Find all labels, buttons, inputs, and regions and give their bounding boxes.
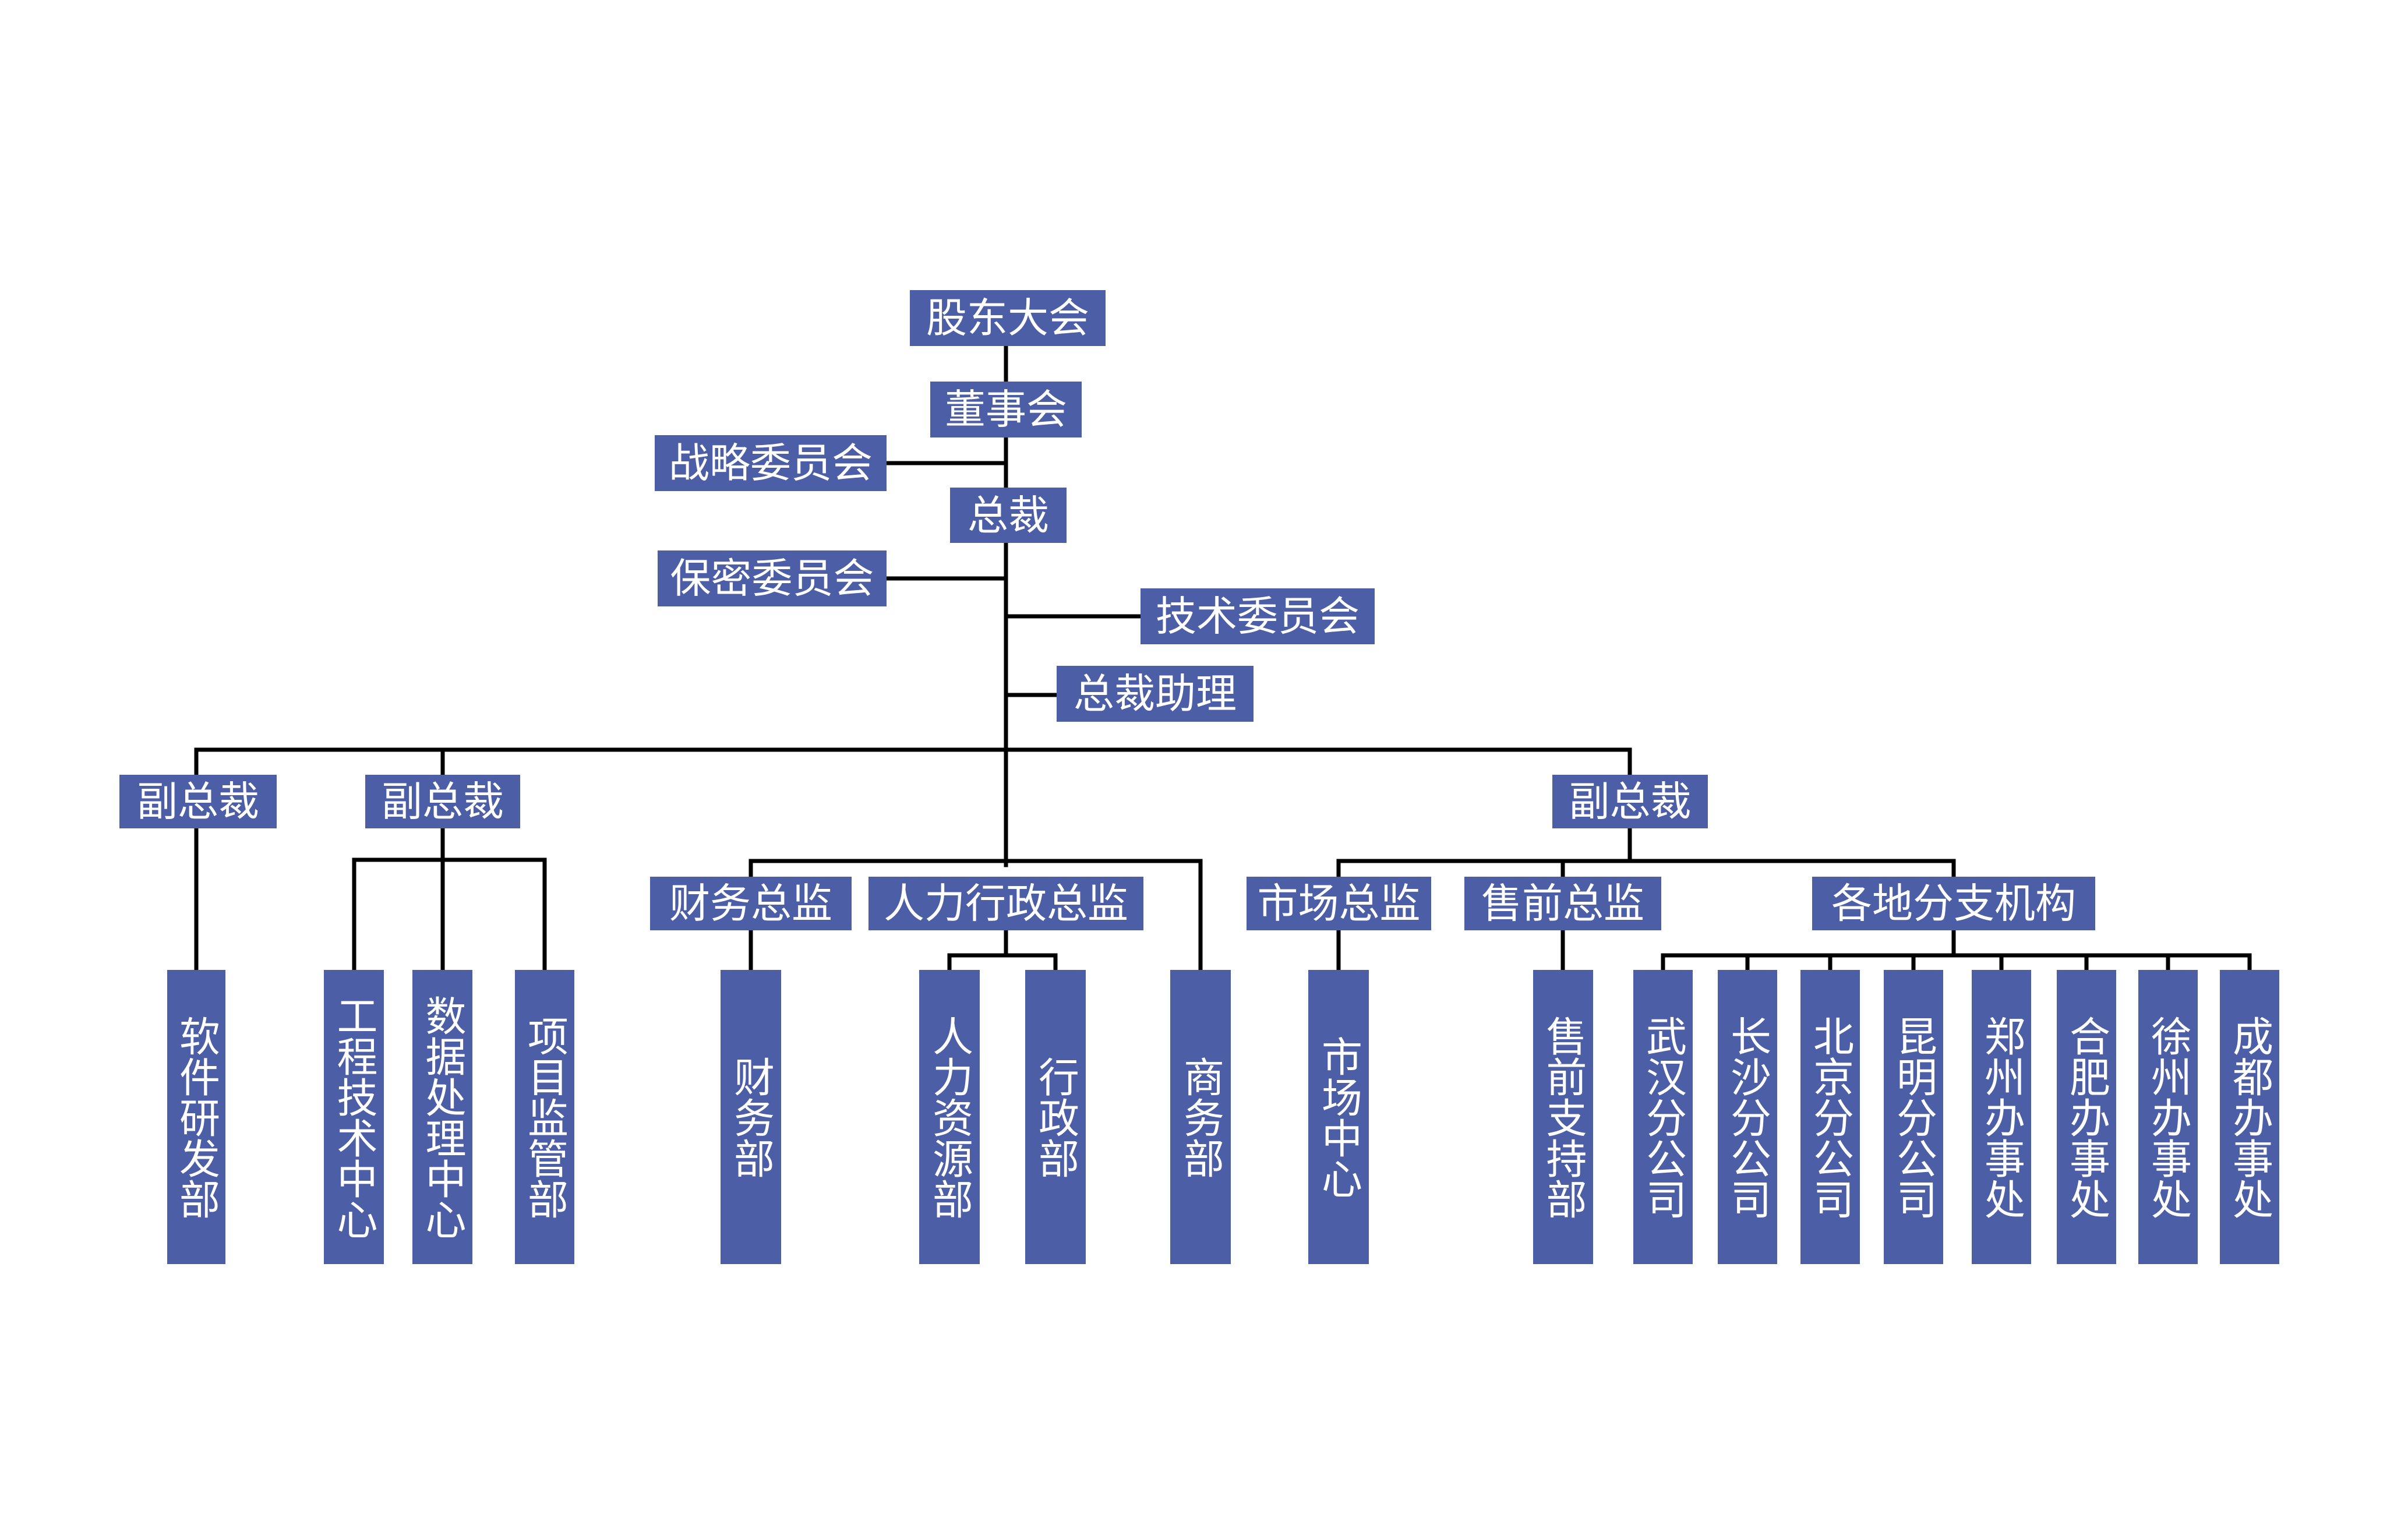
node-zhengzhou: 郑州办事处	[1972, 970, 2031, 1264]
node-vp-1: 副总裁	[119, 775, 277, 828]
node-xuzhou: 徐州办事处	[2138, 970, 2198, 1264]
node-president: 总裁	[950, 488, 1067, 543]
node-shareholders: 股东大会	[910, 290, 1106, 346]
node-business-dept: 商务部	[1170, 970, 1231, 1264]
node-board: 董事会	[930, 382, 1082, 437]
node-market-center: 市场中心	[1308, 970, 1369, 1264]
node-presales-support: 售前支持部	[1533, 970, 1593, 1264]
node-software-rd: 软件研发部	[167, 970, 225, 1264]
node-engineering-center: 工程技术中心	[324, 970, 384, 1264]
node-admin-dept: 行政部	[1025, 970, 1086, 1264]
node-marketing-director: 市场总监	[1247, 877, 1431, 930]
node-kunming: 昆明分公司	[1884, 970, 1943, 1264]
node-security-committee: 保密委员会	[658, 550, 887, 606]
node-finance-dept: 财务部	[721, 970, 781, 1264]
node-vp-2: 副总裁	[365, 775, 520, 828]
node-hefei: 合肥办事处	[2057, 970, 2116, 1264]
node-tech-committee: 技术委员会	[1141, 588, 1375, 644]
node-changsha: 长沙分公司	[1718, 970, 1777, 1264]
node-vp-3: 副总裁	[1552, 775, 1708, 828]
node-president-assistant: 总裁助理	[1057, 666, 1254, 722]
node-chengdu: 成都办事处	[2220, 970, 2279, 1264]
node-branches: 各地分支机构	[1812, 877, 2095, 930]
node-strategy-committee: 战略委员会	[655, 435, 887, 491]
node-data-center: 数据处理中心	[412, 970, 472, 1264]
node-hr-dept: 人力资源部	[919, 970, 980, 1264]
node-finance-director: 财务总监	[650, 877, 852, 930]
node-beijing: 北京分公司	[1800, 970, 1860, 1264]
node-hr-admin-director: 人力行政总监	[868, 877, 1143, 930]
node-presales-director: 售前总监	[1464, 877, 1661, 930]
node-wuhan: 武汉分公司	[1633, 970, 1693, 1264]
node-project-supervision: 项目监管部	[515, 970, 574, 1264]
